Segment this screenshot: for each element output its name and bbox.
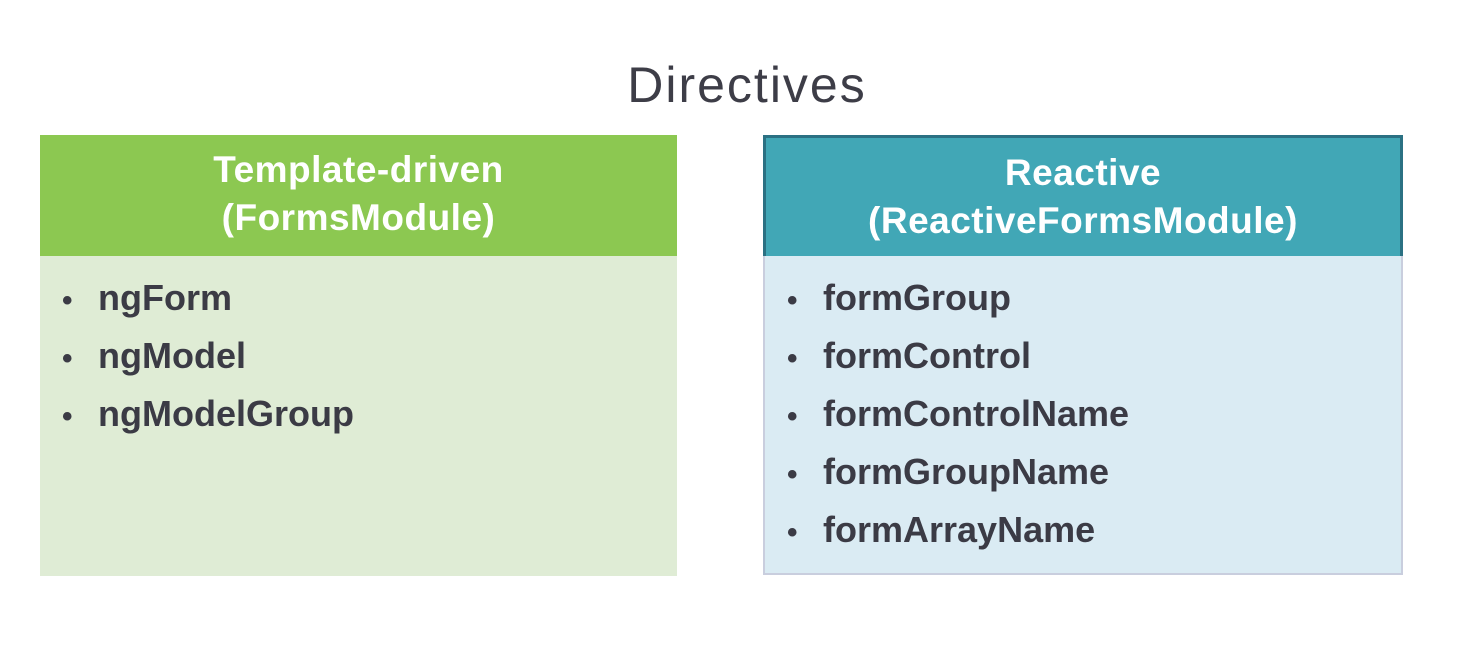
directive-name: formGroupName <box>823 451 1110 492</box>
directive-name: ngModel <box>98 335 246 376</box>
template-driven-header-line1: Template-driven <box>213 149 504 190</box>
bullet-icon <box>787 505 813 560</box>
reactive-directive-list: formGroup formControl formControlName fo… <box>787 270 1391 560</box>
directive-name: ngForm <box>98 277 232 318</box>
list-item: ngForm <box>62 270 667 328</box>
bullet-icon <box>787 447 813 502</box>
bullet-icon <box>787 273 813 328</box>
directive-name: formControlName <box>823 393 1130 434</box>
directive-name: formArrayName <box>823 509 1096 550</box>
reactive-header-line2: (ReactiveFormsModule) <box>868 200 1298 241</box>
list-item: formControlName <box>787 386 1391 444</box>
list-item: formGroup <box>787 270 1391 328</box>
list-item: formGroupName <box>787 444 1391 502</box>
bullet-icon <box>62 389 88 444</box>
bullet-icon <box>62 331 88 386</box>
template-driven-card: Template-driven (FormsModule) ngForm ngM… <box>40 135 677 576</box>
template-driven-header-line2: (FormsModule) <box>221 197 496 238</box>
reactive-card-body: formGroup formControl formControlName fo… <box>763 256 1403 575</box>
directive-name: formControl <box>823 335 1031 376</box>
list-item: formControl <box>787 328 1391 386</box>
list-item: ngModel <box>62 328 667 386</box>
template-driven-card-header: Template-driven (FormsModule) <box>40 135 677 256</box>
list-item: ngModelGroup <box>62 386 667 444</box>
template-driven-card-body: ngForm ngModel ngModelGroup <box>40 256 677 576</box>
template-driven-directive-list: ngForm ngModel ngModelGroup <box>62 270 667 444</box>
directive-name: formGroup <box>823 277 1011 318</box>
bullet-icon <box>787 389 813 444</box>
directive-name: ngModelGroup <box>98 393 354 434</box>
bullet-icon <box>787 331 813 386</box>
list-item: formArrayName <box>787 502 1391 560</box>
reactive-card-header: Reactive (ReactiveFormsModule) <box>763 135 1403 256</box>
reactive-header-line1: Reactive <box>1004 152 1162 193</box>
page-title: Directives <box>627 57 867 113</box>
bullet-icon <box>62 273 88 328</box>
reactive-card: Reactive (ReactiveFormsModule) formGroup… <box>763 135 1403 575</box>
